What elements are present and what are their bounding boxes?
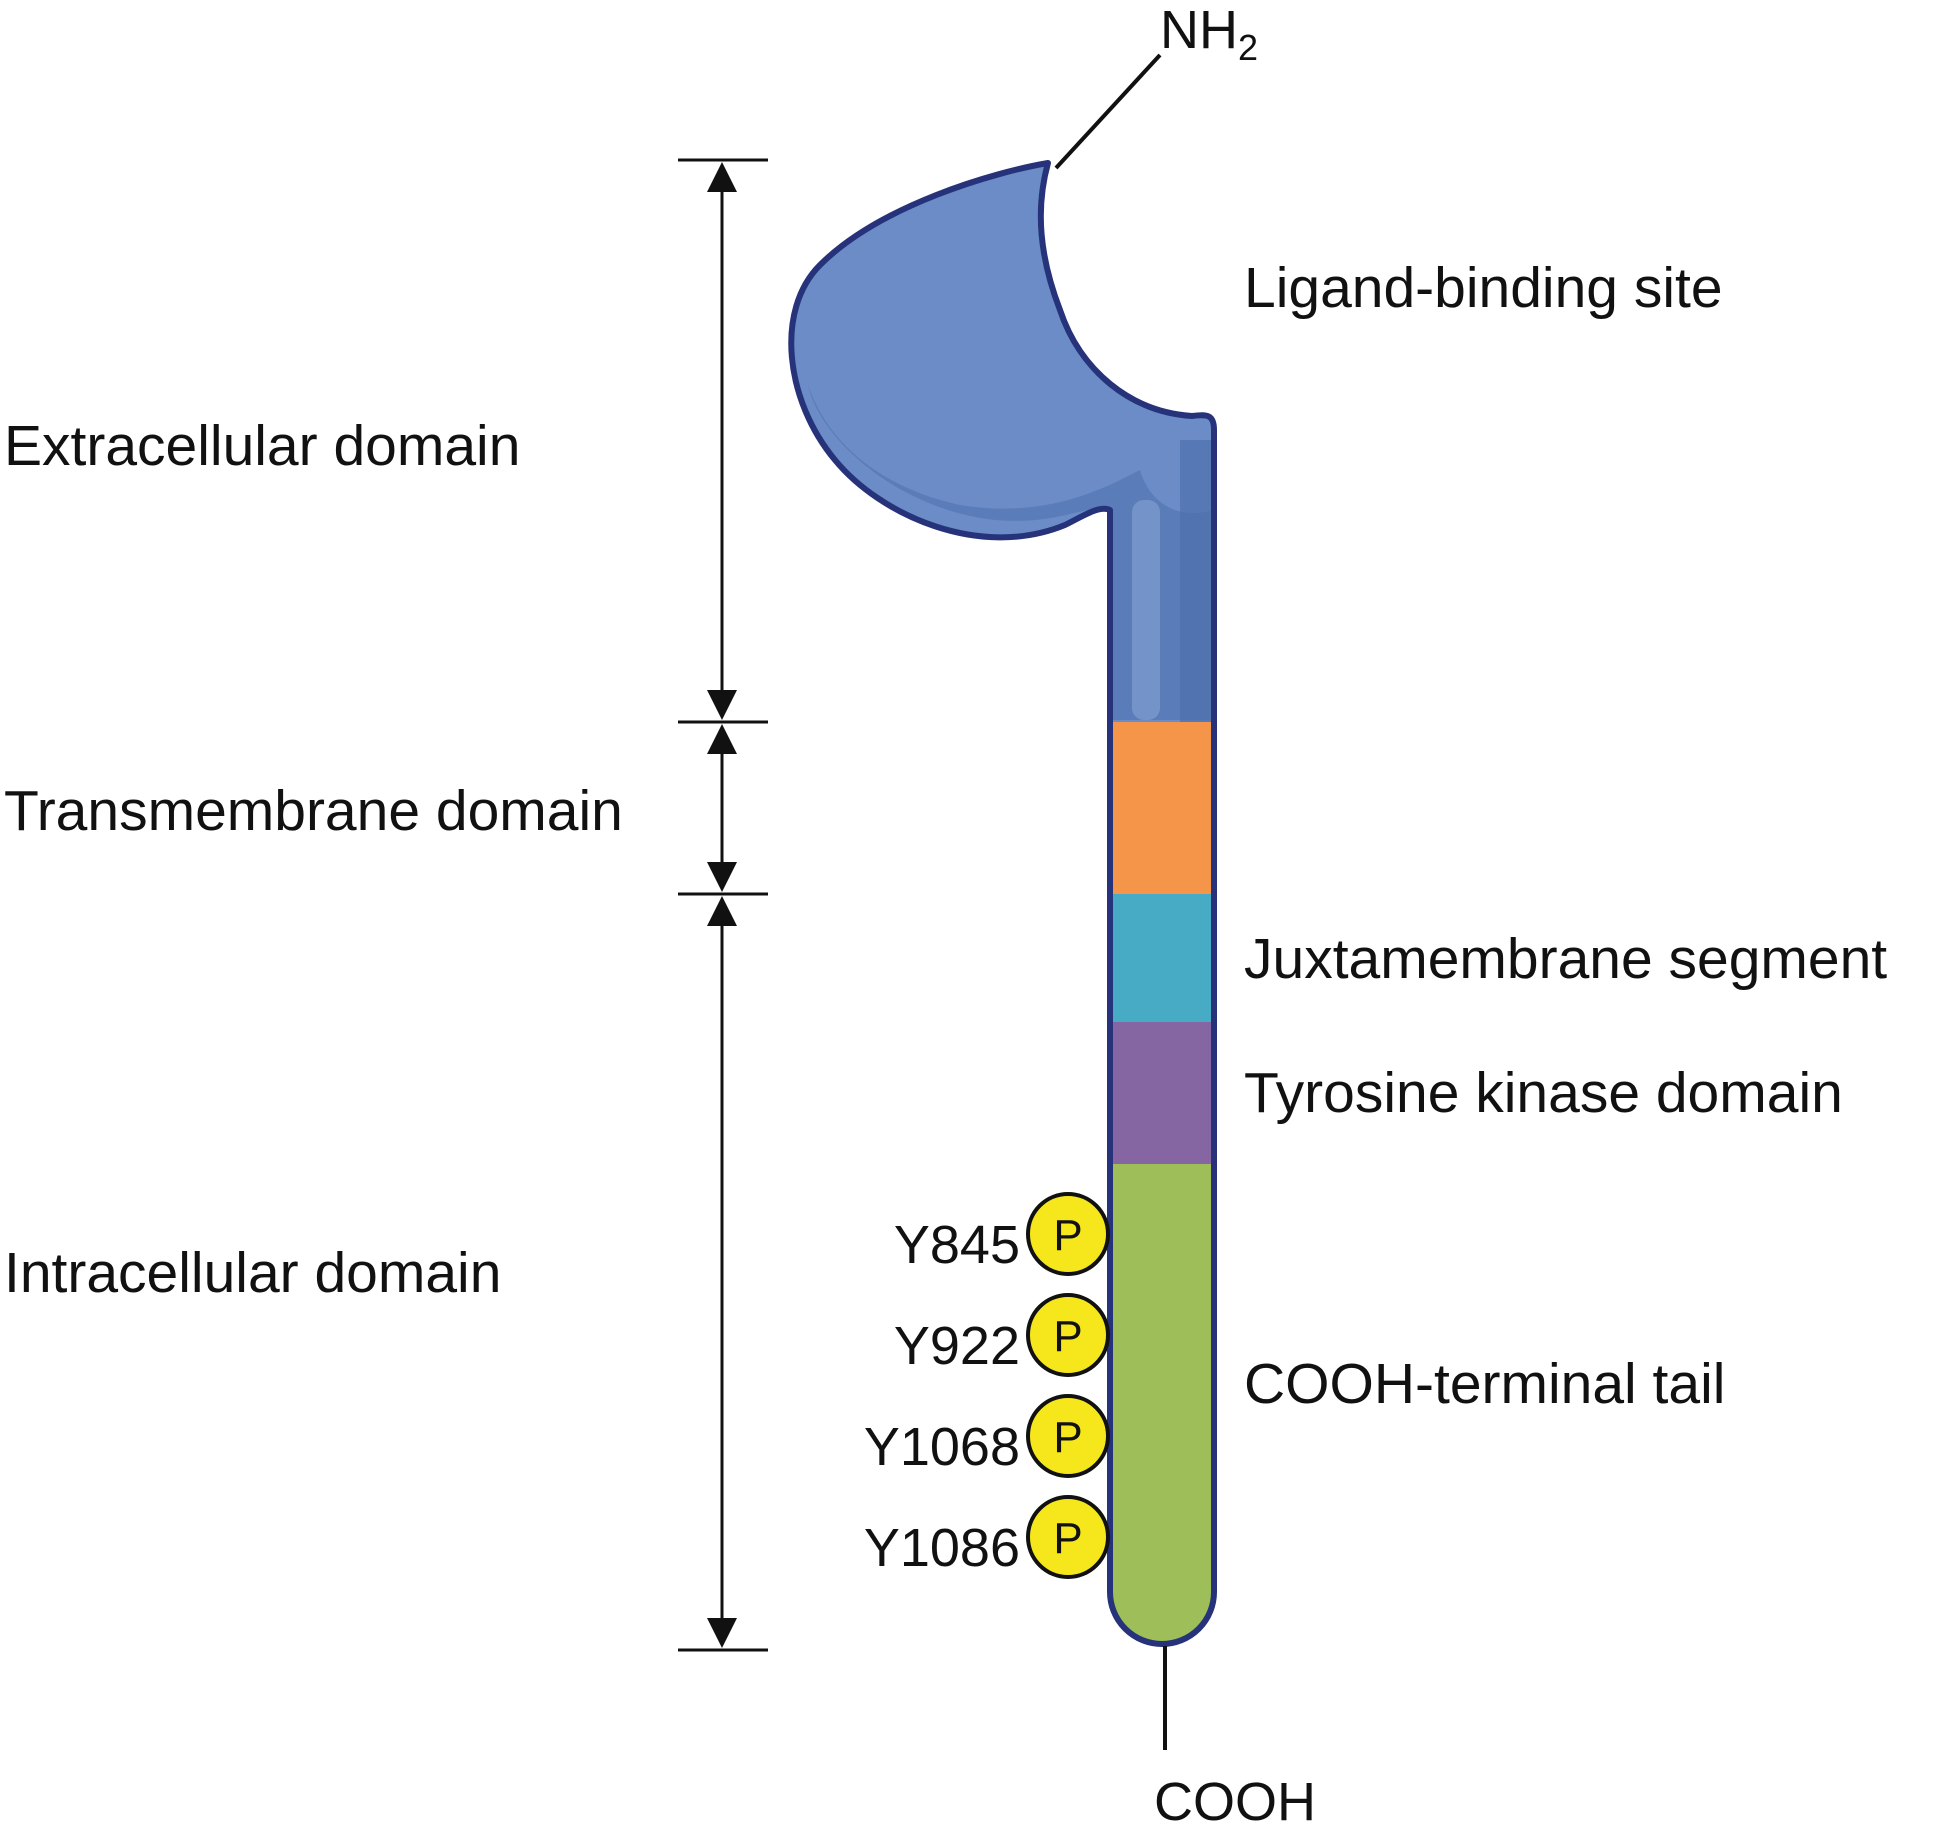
phospho-symbol: P	[1053, 1312, 1082, 1361]
n-terminus-text: NH	[1160, 0, 1238, 60]
phospho-symbol: P	[1053, 1514, 1082, 1563]
transmembrane-arrow-head-up	[707, 724, 737, 754]
phosphosite-label: Y1086	[864, 1518, 1020, 1578]
cooh-terminal-tail-segment	[1110, 1164, 1214, 1644]
n-terminus-line	[1054, 53, 1162, 170]
extracellular-arrow-head-up	[707, 162, 737, 192]
juxtamembrane-segment-label: Juxtamembrane segment	[1244, 927, 1887, 991]
phospho-symbol: P	[1053, 1211, 1082, 1260]
cooh-terminal-tail-label: COOH-terminal tail	[1244, 1352, 1725, 1416]
phospho-circle	[1026, 1293, 1110, 1377]
stalk-shadow	[1180, 440, 1214, 722]
c-terminus-label: COOH	[1154, 1772, 1316, 1828]
phosphosite-markers: P P P P	[1026, 1192, 1110, 1579]
phospho-circle	[1026, 1394, 1110, 1478]
extracellular-domain-shape	[791, 163, 1214, 722]
extracellular-arrow-head-down	[707, 690, 737, 720]
tyrosine-kinase-segment	[1110, 1022, 1214, 1164]
extracellular-domain-label: Extracellular domain	[4, 414, 520, 478]
transmembrane-domain-label: Transmembrane domain	[4, 779, 623, 843]
transmembrane-arrow-head-down	[707, 862, 737, 892]
stalk-highlight	[1132, 500, 1160, 720]
ligand-binding-site-label: Ligand-binding site	[1244, 256, 1723, 320]
phospho-circle	[1026, 1192, 1110, 1276]
phospho-symbol: P	[1053, 1413, 1082, 1462]
phosphosite-label: Y1068	[864, 1417, 1020, 1477]
phosphosite-label: Y922	[894, 1316, 1020, 1376]
domain-bracket	[678, 158, 768, 1652]
n-terminus-subscript: 2	[1238, 27, 1258, 68]
transmembrane-segment	[1110, 722, 1214, 894]
intracellular-arrow-head-up	[707, 896, 737, 926]
juxtamembrane-segment	[1110, 894, 1214, 1022]
n-terminus-label: NH2	[1160, 0, 1258, 68]
intracellular-arrow-head-down	[707, 1618, 737, 1648]
tyrosine-kinase-domain-label: Tyrosine kinase domain	[1244, 1061, 1843, 1125]
intracellular-domain-label: Intracellular domain	[4, 1241, 501, 1305]
phosphosite-label: Y845	[894, 1215, 1020, 1275]
receptor-outline	[788, 160, 1217, 1647]
phospho-circle	[1026, 1495, 1110, 1579]
